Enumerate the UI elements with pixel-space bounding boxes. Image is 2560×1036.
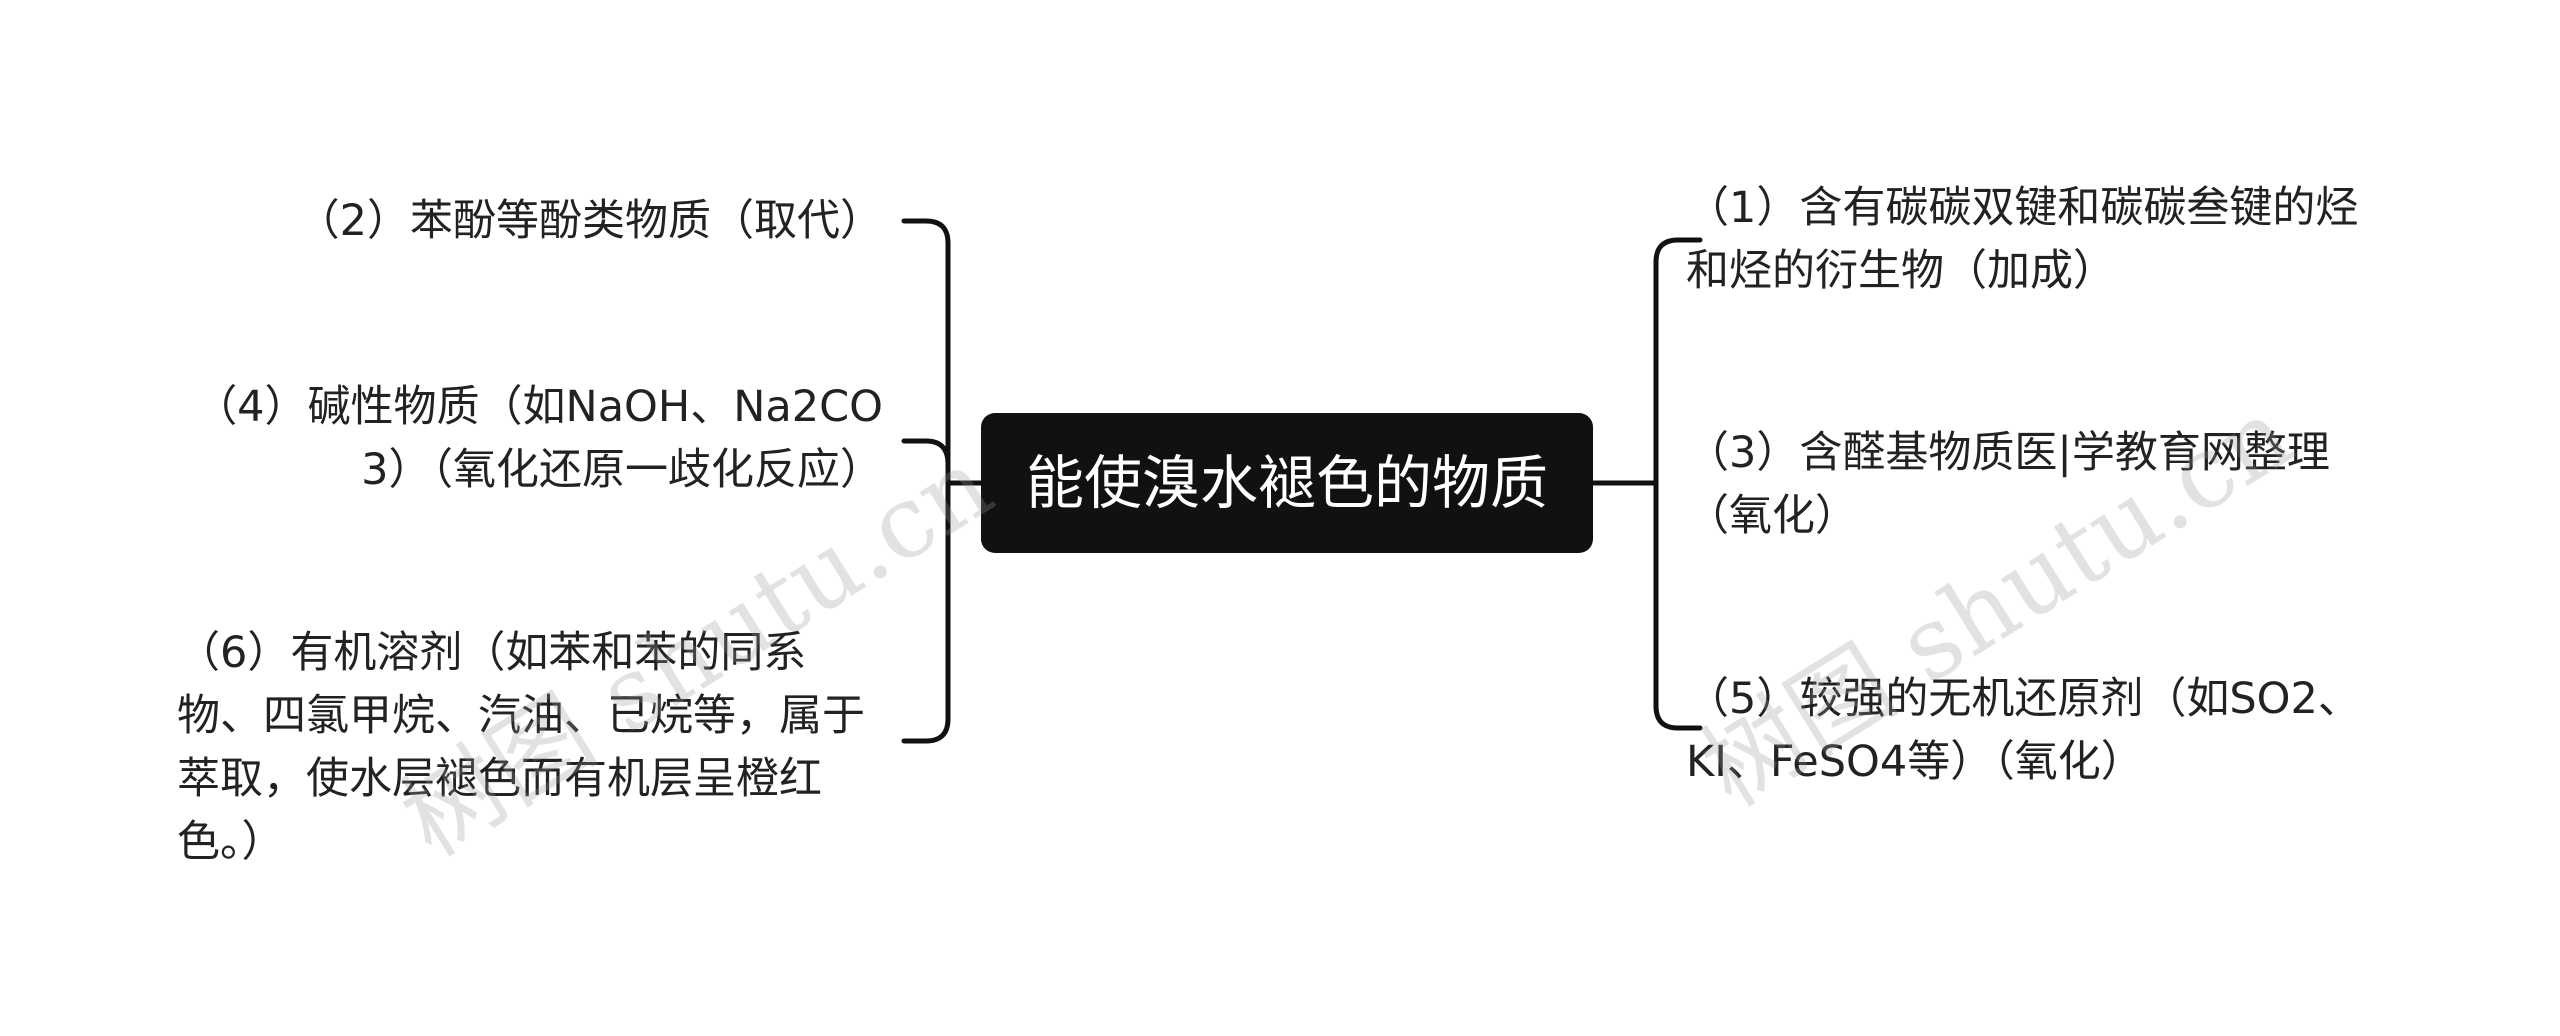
node-left-6[interactable]: （6）有机溶剂（如苯和苯的同系物、四氯甲烷、汽油、已烷等，属于萃取，使水层褪色而… (177, 628, 865, 867)
node-right-3[interactable]: （3）含醛基物质医|学教育网整理（氧化） (1686, 428, 2330, 541)
bracket-left (901, 218, 951, 744)
root-node[interactable]: 能使溴水褪色的物质 (981, 413, 1593, 553)
node-left-2[interactable]: （2）苯酚等酚类物质（取代） (296, 196, 883, 246)
bracket-right (1653, 237, 1703, 731)
node-left-4[interactable]: （4）碱性物质（如NaOH、Na2CO3）（氧化还原一歧化反应） (194, 382, 883, 495)
node-right-5[interactable]: （5）较强的无机还原剂（如SO2、KI、FeSO4等）（氧化） (1686, 674, 2361, 787)
node-right-1[interactable]: （1）含有碳碳双键和碳碳叁键的烃和烃的衍生物（加成） (1686, 183, 2359, 296)
